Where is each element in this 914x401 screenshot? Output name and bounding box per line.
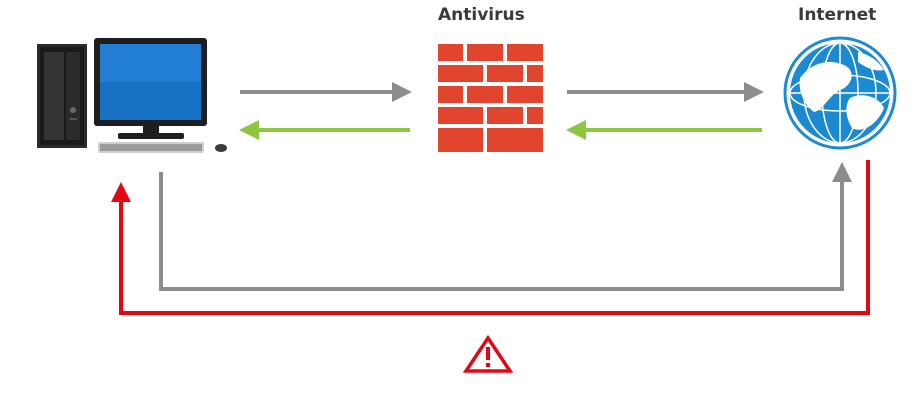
bypass-path-inbound <box>111 160 870 315</box>
globe-icon <box>783 36 897 150</box>
bypass-path-outbound <box>159 162 852 291</box>
brick-firewall-icon <box>438 44 543 152</box>
warning-triangle-icon <box>462 334 514 373</box>
desktop-computer-icon <box>37 38 227 153</box>
internet-label: Internet <box>798 5 877 25</box>
antivirus-label: Antivirus <box>438 5 525 25</box>
